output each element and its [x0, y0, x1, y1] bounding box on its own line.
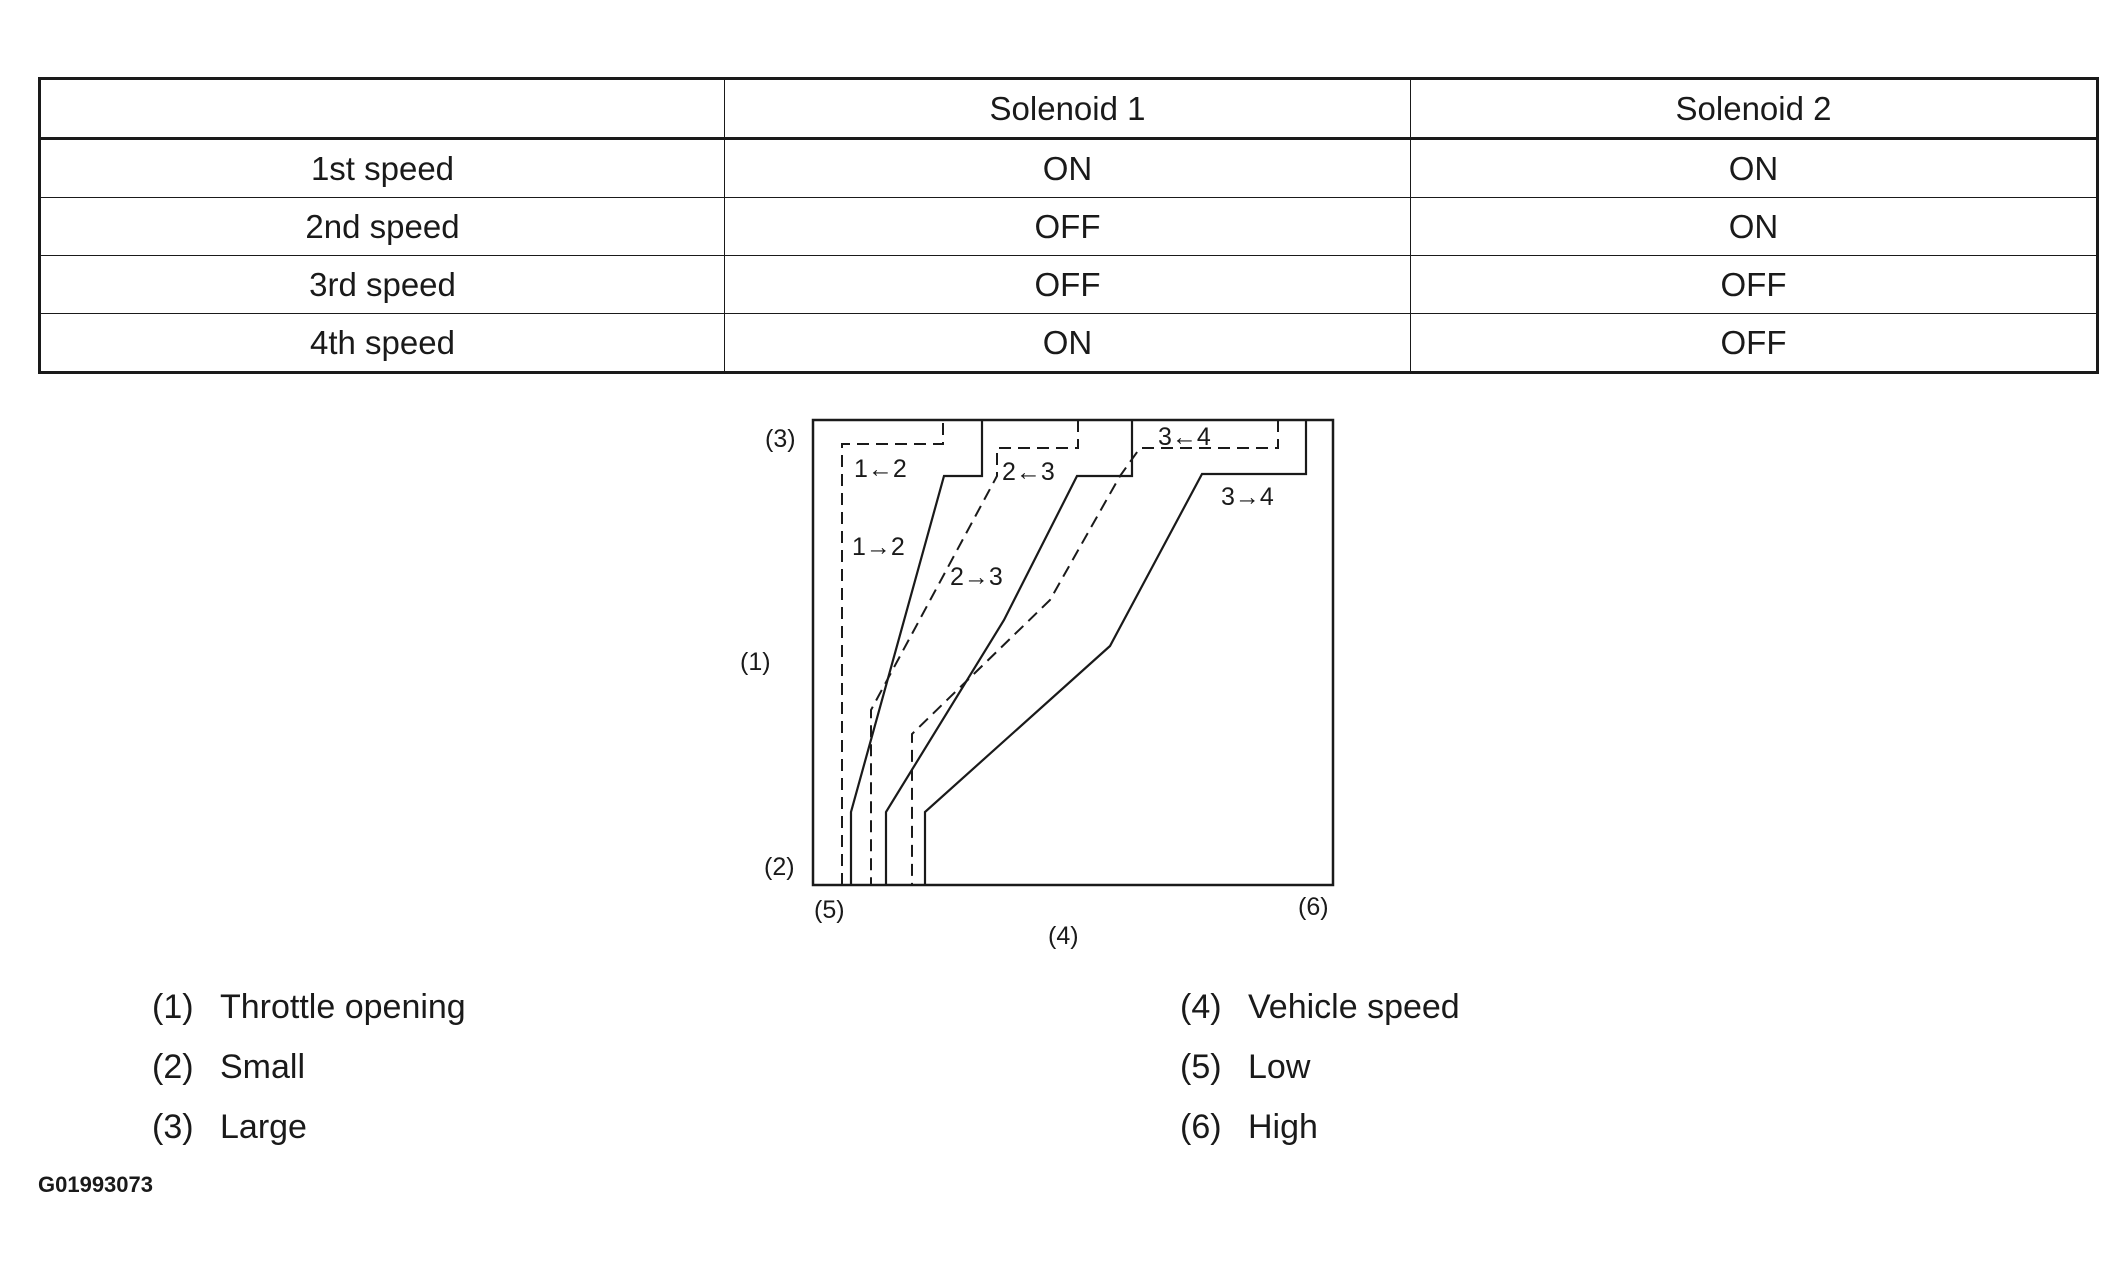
solenoid-2-cell: ON: [1410, 138, 2098, 198]
legend-item-throttle-opening: (1) Throttle opening: [152, 988, 466, 1027]
table-header-row: Solenoid 1 Solenoid 2: [39, 78, 2098, 140]
legend-label: Throttle opening: [220, 988, 466, 1026]
upshift-line-2-3: [884, 420, 1134, 885]
legend-item-high: (6) High: [1180, 1108, 1318, 1147]
label-down-3-4: 3←4: [1158, 423, 1211, 451]
legend-label: High: [1248, 1108, 1318, 1146]
header-solenoid-1: Solenoid 1: [724, 78, 1411, 140]
legend-number: (5): [1180, 1048, 1222, 1086]
solenoid-1-cell: ON: [724, 313, 1411, 373]
legend-item-low: (5) Low: [1180, 1048, 1310, 1087]
label-up-1-2: 1→2: [852, 533, 905, 561]
speed-cell: 1st speed: [39, 138, 725, 198]
callout-vehicle-speed: (4): [1048, 922, 1079, 950]
legend-number: (1): [152, 988, 194, 1026]
callout-throttle-opening: (1): [740, 648, 771, 676]
solenoid-2-cell: OFF: [1410, 313, 2098, 373]
label-up-2-3: 2→3: [950, 563, 1003, 591]
speed-cell: 3rd speed: [39, 255, 725, 314]
legend-item-large: (3) Large: [152, 1108, 307, 1147]
callout-high: (6): [1298, 893, 1329, 921]
downshift-line-1-2: [841, 420, 944, 885]
header-solenoid-2: Solenoid 2: [1410, 78, 2098, 140]
speed-cell: 2nd speed: [39, 197, 725, 256]
table-row: 3rd speed OFF OFF: [39, 255, 2098, 314]
figure-code: G01993073: [38, 1172, 153, 1197]
legend-item-vehicle-speed: (4) Vehicle speed: [1180, 988, 1460, 1027]
solenoid-2-cell: ON: [1410, 197, 2098, 256]
callout-low: (5): [814, 896, 845, 924]
legend-label: Low: [1248, 1048, 1311, 1086]
upshift-line-1-2: [849, 420, 984, 885]
legend-item-small: (2) Small: [152, 1048, 305, 1087]
label-up-3-4: 3→4: [1221, 483, 1274, 511]
legend-label: Small: [220, 1048, 306, 1086]
legend-number: (2): [152, 1048, 194, 1086]
label-down-2-3: 2←3: [1002, 458, 1055, 486]
callout-large: (3): [765, 425, 796, 453]
legend-number: (6): [1180, 1108, 1222, 1146]
legend-label: Vehicle speed: [1248, 988, 1460, 1026]
header-empty-cell: [39, 78, 725, 140]
speed-cell: 4th speed: [39, 313, 725, 373]
downshift-line-2-3: [870, 420, 1079, 885]
upshift-line-3-4: [923, 420, 1308, 885]
callout-small: (2): [764, 853, 795, 881]
table-row: 1st speed ON ON: [39, 138, 2098, 198]
solenoid-2-cell: OFF: [1410, 255, 2098, 314]
downshift-line-3-4: [911, 420, 1279, 885]
table-row: 4th speed ON OFF: [39, 313, 2098, 373]
legend-number: (4): [1180, 988, 1222, 1026]
diagram-frame: [811, 418, 1335, 887]
label-down-1-2: 1←2: [854, 455, 907, 483]
legend-number: (3): [152, 1108, 194, 1146]
legend-label: Large: [220, 1108, 307, 1146]
solenoid-table: Solenoid 1 Solenoid 2 1st speed ON ON 2n…: [38, 77, 2099, 374]
